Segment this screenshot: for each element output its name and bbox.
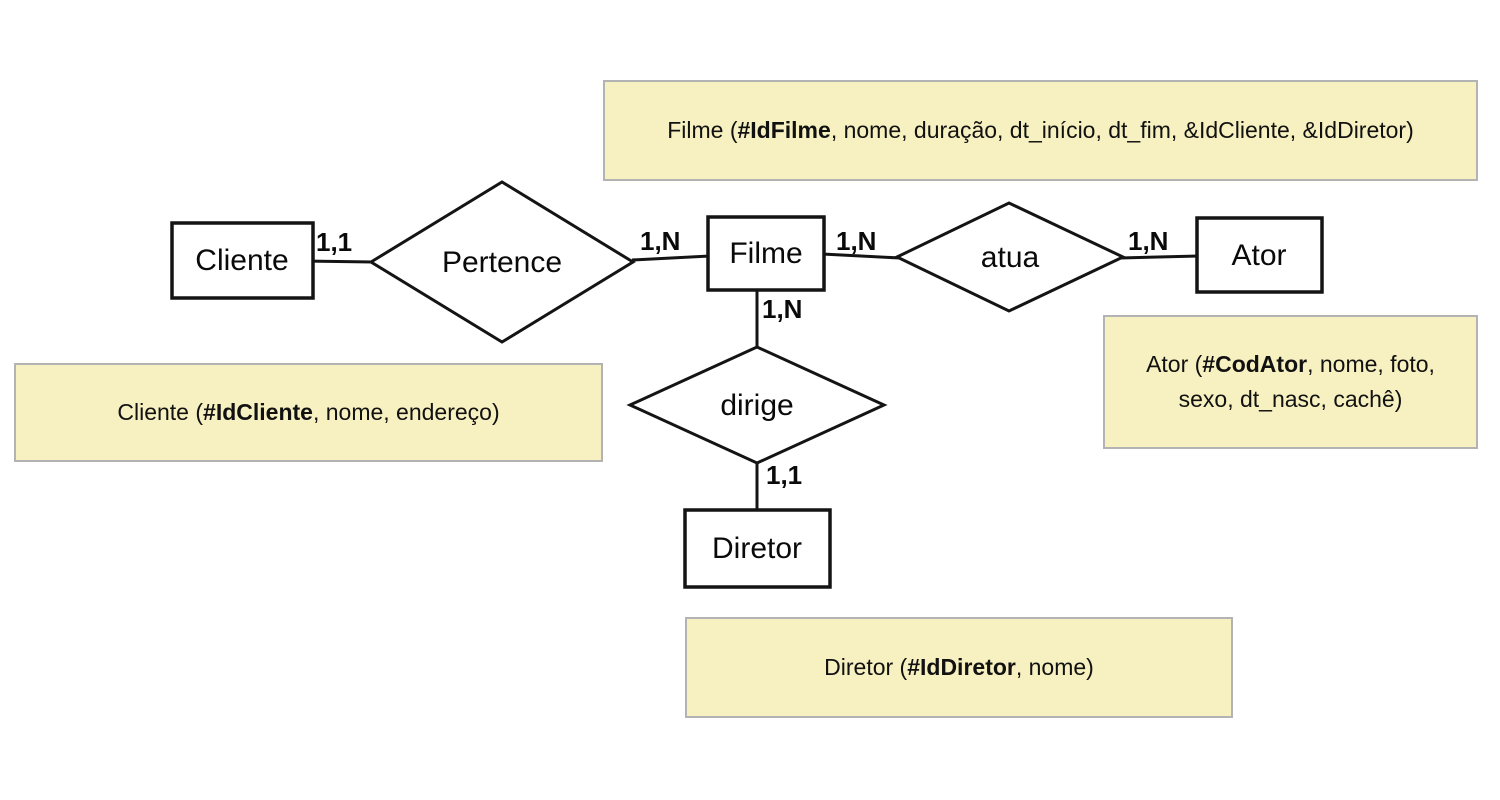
relationship-dirige-label: dirige [720, 389, 794, 422]
cardinality-atua-ator: 1,N [1128, 226, 1169, 256]
connector-atua-ator [1119, 254, 1200, 260]
relationship-pertence-label: Pertence [441, 246, 563, 279]
annotation-diretor-suffix: , nome) [1015, 654, 1094, 680]
annotation-filme-suffix: , nome, duração, dt_início, dt_fim, &IdC… [830, 117, 1414, 143]
entity-diretor-label: Diretor [711, 532, 803, 565]
cardinality-cliente-pertence: 1,1 [316, 227, 353, 257]
annotation-cliente-key: #IdCliente [203, 399, 313, 425]
entity-filme-box [706, 215, 826, 292]
cardinality-filme-atua: 1,N [836, 226, 877, 256]
annotation-filme-schema: Filme (#IdFilme, nome, duração, dt_iníci… [603, 80, 1478, 181]
annotation-ator-key: #CodAtor [1202, 351, 1308, 377]
annotation-ator-suffix1: , nome, foto, [1307, 351, 1435, 377]
entity-cliente-box [170, 221, 315, 300]
annotation-diretor-prefix: Diretor ( [824, 654, 908, 680]
annotation-ator-line1: Ator (#CodAtor, nome, foto, [1146, 351, 1435, 377]
cardinality-filme-dirige: 1,N [762, 294, 803, 324]
annotation-diretor-text: Diretor (#IdDiretor, nome) [824, 650, 1094, 685]
entity-diretor-box [683, 508, 832, 589]
relationship-pertence-diamond [368, 180, 636, 344]
annotation-diretor-schema: Diretor (#IdDiretor, nome) [685, 617, 1233, 718]
relationship-atua-diamond [893, 201, 1127, 313]
annotation-ator-schema: Ator (#CodAtor, nome, foto, sexo, dt_nasc… [1103, 315, 1478, 449]
annotation-cliente-text: Cliente (#IdCliente, nome, endereço) [117, 395, 499, 430]
cardinality-pertence-filme: 1,N [640, 226, 681, 256]
relationship-atua-label: atua [980, 241, 1040, 274]
relationship-dirige-diamond [626, 345, 888, 465]
annotation-filme-prefix: Filme ( [667, 117, 738, 143]
annotation-cliente-suffix: , nome, endereço) [312, 399, 500, 425]
annotation-cliente-prefix: Cliente ( [117, 399, 204, 425]
cardinality-dirige-diretor: 1,1 [766, 460, 803, 490]
entity-ator-label: Ator [1231, 239, 1287, 272]
annotation-ator-line2: sexo, dt_nasc, cachê) [1178, 386, 1403, 412]
connector-pertence-filme [631, 254, 711, 262]
entity-filme-label: Filme [729, 237, 803, 270]
annotation-diretor-key: #IdDiretor [907, 654, 1016, 680]
entity-cliente-label: Cliente [195, 244, 289, 277]
annotation-cliente-schema: Cliente (#IdCliente, nome, endereço) [14, 363, 603, 462]
annotation-filme-text: Filme (#IdFilme, nome, duração, dt_iníci… [667, 113, 1414, 148]
annotation-filme-key: #IdFilme [737, 117, 831, 143]
annotation-ator-prefix: Ator ( [1146, 351, 1203, 377]
annotation-ator-text: Ator (#CodAtor, nome, foto, sexo, dt_nasc… [1146, 347, 1435, 417]
connector-filme-atua [821, 252, 901, 260]
entity-ator-box [1195, 216, 1324, 294]
